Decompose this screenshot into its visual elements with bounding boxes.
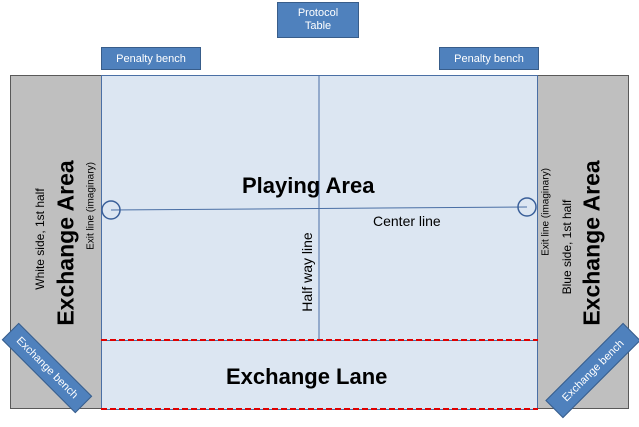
- left-exit-line-label: Exit line (imaginary): [85, 162, 97, 250]
- penalty-bench-left: Penalty bench: [101, 47, 201, 70]
- right-exchange-area-label: Exchange Area: [578, 160, 605, 326]
- exchange-lane-label: Exchange Lane: [226, 364, 388, 389]
- goal-circle-left: [101, 200, 121, 220]
- half-way-line-label: Half way line: [299, 232, 315, 312]
- center-line-label: Center line: [373, 213, 441, 229]
- exchange-lane-field: [101, 340, 538, 410]
- protocol-table: Protocol Table: [277, 2, 359, 38]
- goal-circle-right: [517, 197, 537, 217]
- protocol-table-line2: Table: [304, 20, 332, 32]
- penalty-bench-right: Penalty bench: [439, 47, 539, 70]
- right-exit-line-label: Exit line (imaginary): [540, 168, 552, 256]
- left-exchange-area-label: Exchange Area: [52, 160, 79, 326]
- right-side-note: Blue side, 1st half: [560, 199, 574, 295]
- playing-area-label: Playing Area: [242, 173, 375, 198]
- protocol-table-line1: Protocol: [297, 7, 339, 19]
- left-side-note: White side, 1st half: [33, 188, 47, 290]
